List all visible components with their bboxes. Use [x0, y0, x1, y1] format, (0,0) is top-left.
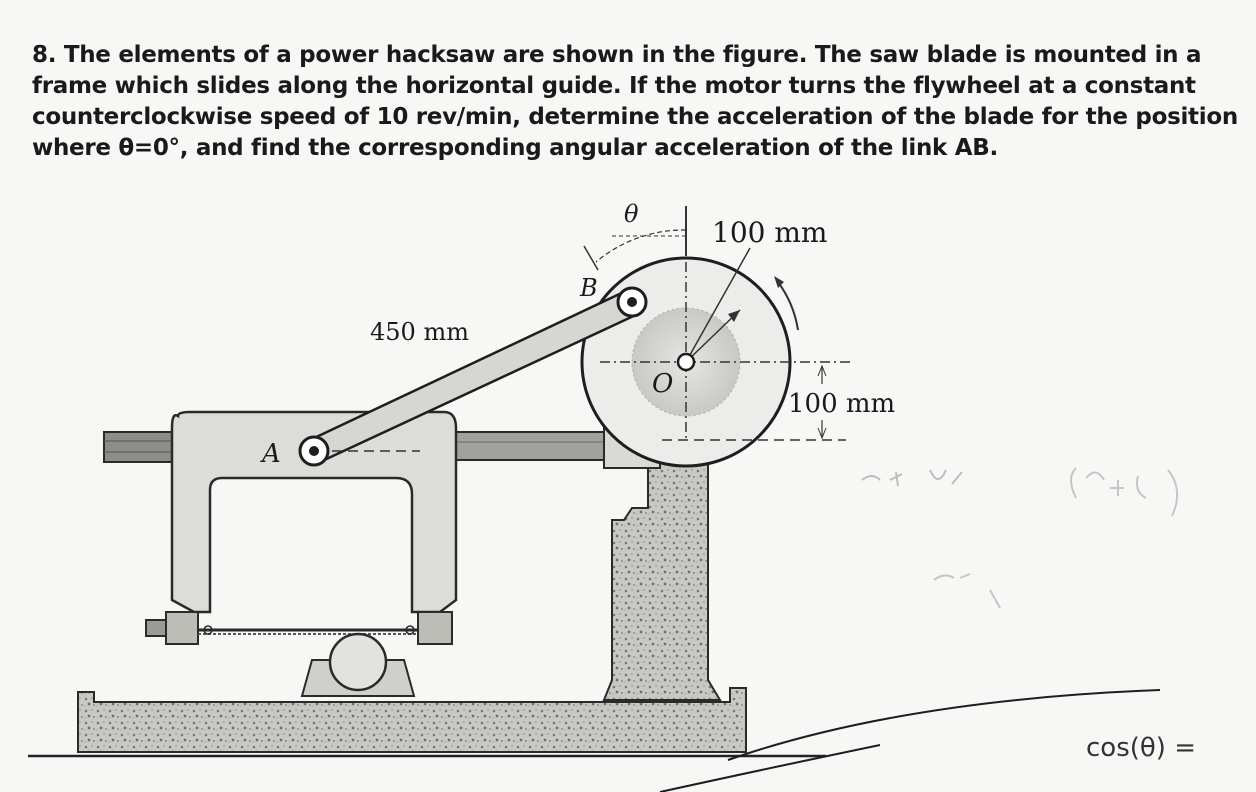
problem-line-3: counterclockwise speed of 10 rev/min, de…: [32, 104, 1238, 130]
offset-label: 100 mm: [788, 389, 895, 419]
problem-line-1: 8. The elements of a power hacksaw are s…: [32, 42, 1202, 68]
point-o-label: O: [652, 369, 673, 399]
workpiece: [300, 632, 416, 697]
base: [28, 687, 826, 758]
crank-length-label: 100 mm: [712, 216, 827, 249]
problem-line-2: frame which slides along the horizontal …: [32, 73, 1196, 99]
link-length-label: 450 mm: [370, 318, 469, 346]
problem-statement: 8. The elements of a power hacksaw are s…: [32, 40, 1242, 164]
point-a-label: A: [260, 439, 281, 469]
point-b-label: B: [579, 274, 598, 302]
flywheel: [580, 247, 850, 468]
theta-arc: [583, 206, 687, 271]
handwritten-cos: cos(θ) =: [1086, 733, 1196, 763]
saw-frame: [145, 410, 458, 645]
problem-line-4: where θ=0°, and find the corresponding a…: [32, 135, 998, 161]
theta-label: θ: [624, 200, 639, 228]
dimension-lines: [332, 364, 846, 452]
pillar: [602, 461, 722, 701]
link-ab: [298, 286, 648, 467]
handwritten-notes: cos(θ) =: [659, 467, 1196, 792]
